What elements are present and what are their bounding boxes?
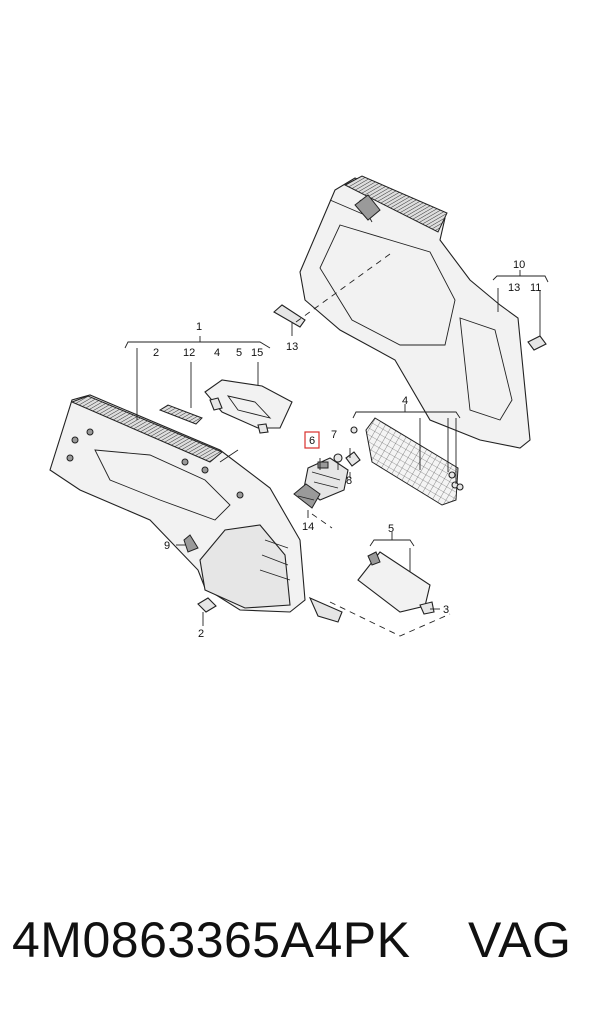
callout-6-highlight bbox=[304, 431, 320, 449]
brand-name: VAG bbox=[468, 912, 572, 968]
callout-12: 12 bbox=[183, 347, 195, 359]
callout-5-bottom: 5 bbox=[388, 523, 394, 535]
callout-6: 6 bbox=[309, 435, 315, 447]
callout-3: 3 bbox=[443, 604, 449, 616]
trim-strip-13 bbox=[273, 304, 306, 328]
callout-10: 10 bbox=[513, 259, 525, 271]
leader-lines bbox=[124, 253, 549, 637]
callout-1: 1 bbox=[196, 321, 202, 333]
part-number: 4M0863365A4PK bbox=[12, 912, 411, 968]
clip-8 bbox=[345, 451, 361, 467]
cover-5 bbox=[357, 551, 435, 615]
pocket-15 bbox=[204, 379, 293, 434]
callout-11: 11 bbox=[530, 282, 541, 294]
callout-15: 15 bbox=[251, 347, 263, 359]
callout-14: 14 bbox=[302, 521, 314, 533]
callout-13-right: 13 bbox=[508, 282, 520, 294]
left-trim-panel bbox=[49, 394, 343, 623]
callout-9: 9 bbox=[164, 540, 170, 552]
clip-9 bbox=[183, 534, 199, 553]
parts-diagram: 1 2 12 4 5 15 13 10 13 11 6 7 8 14 4 9 2… bbox=[49, 175, 549, 640]
callout-8: 8 bbox=[346, 475, 352, 487]
part-number-caption: 4M0863365A4PK VAG bbox=[12, 905, 592, 975]
module-14 bbox=[293, 483, 321, 509]
callout-7: 7 bbox=[331, 429, 337, 441]
callout-2-top: 2 bbox=[153, 347, 159, 359]
callout-13-left: 13 bbox=[286, 341, 298, 353]
callout-4-right: 4 bbox=[402, 395, 408, 407]
clip-11 bbox=[527, 335, 547, 351]
callout-labels: 1 2 12 4 5 15 13 10 13 11 6 7 8 14 4 9 2… bbox=[153, 259, 541, 640]
screw-7 bbox=[333, 453, 343, 470]
clip-2 bbox=[197, 597, 217, 613]
callout-5-top: 5 bbox=[236, 347, 242, 359]
right-trim-panel bbox=[299, 175, 531, 449]
callout-2-bottom: 2 bbox=[198, 628, 204, 640]
strip-12 bbox=[158, 404, 203, 425]
net-4 bbox=[350, 417, 464, 506]
caption-spacer bbox=[410, 912, 468, 968]
callout-4-top: 4 bbox=[214, 347, 220, 359]
